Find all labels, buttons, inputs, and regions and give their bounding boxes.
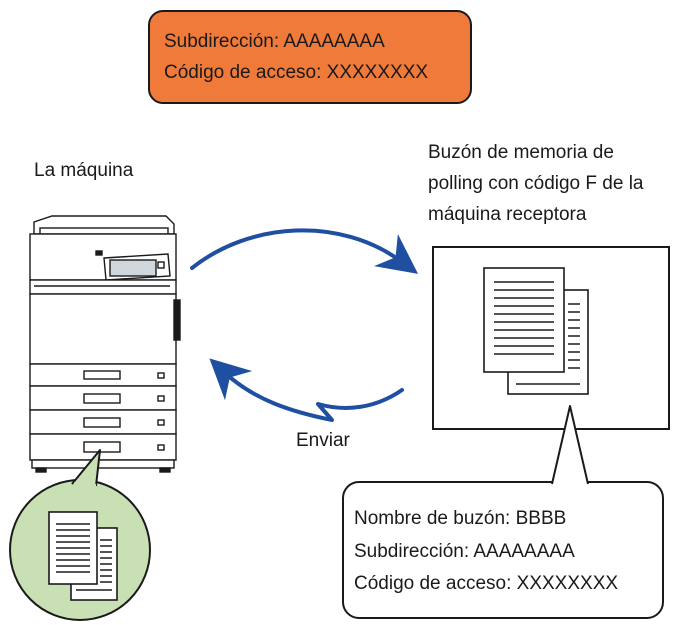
receiver-label-line2: polling con código F de la xyxy=(428,173,644,194)
bottom-callout-line1: Nombre de buzón: BBBB xyxy=(354,508,567,529)
receiver-label-line1: Buzón de memoria de xyxy=(428,142,614,163)
top-callout-box xyxy=(148,10,472,104)
bottom-callout-line3: Código de acceso: XXXXXXXX xyxy=(354,573,619,594)
top-callout-line2: Código de acceso: XXXXXXXX xyxy=(164,62,429,83)
return-arrow-icon xyxy=(209,358,404,422)
bottom-callout xyxy=(342,405,664,619)
curved-arrow-icon xyxy=(190,228,419,274)
document-stack-icon xyxy=(48,511,118,601)
bottom-callout-line2: Subdirección: AAAAAAAA xyxy=(354,541,575,562)
receiver-label-line3: máquina receptora xyxy=(428,204,587,225)
copier-machine-icon xyxy=(29,215,181,473)
machine-label: La máquina xyxy=(34,160,134,181)
document-stack-icon xyxy=(483,267,589,395)
top-callout-line1: Subdirección: AAAAAAAA xyxy=(164,31,385,52)
send-label: Enviar xyxy=(296,430,350,451)
